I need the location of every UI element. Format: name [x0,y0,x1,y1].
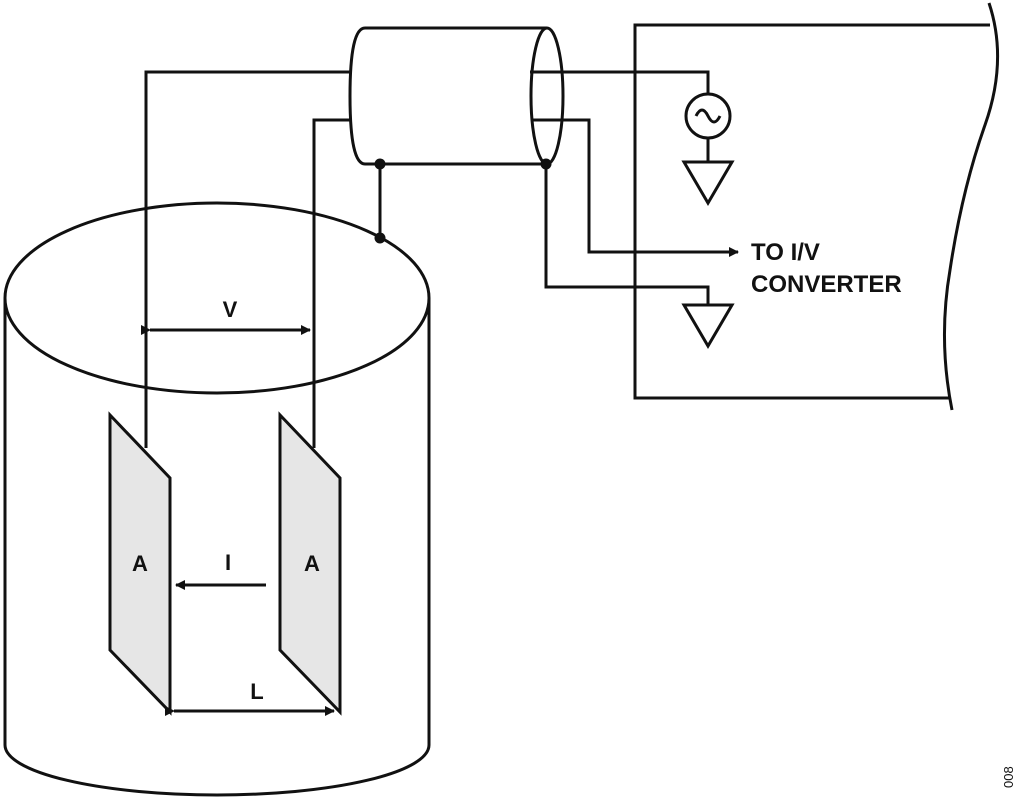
left-plate-area-label: A [132,551,148,576]
excitation-wire [530,70,710,94]
junction-dot-shield-left [374,158,386,170]
beaker-rim [3,201,431,395]
ac-source-icon [684,92,732,162]
instrument-box-outline [633,23,990,400]
sense-wire [533,118,718,254]
left-electrode-wire [144,70,350,448]
right-electrode-plate [278,411,342,716]
instrument-box [633,2,1000,411]
ground-icon-shield [681,303,735,349]
figure-id-label: 008 [1001,766,1016,788]
junction-dot-shield-right [540,158,552,170]
junction-dots [374,158,552,244]
output-label-line2: CONVERTER [751,271,902,298]
coax-cable-back-cap [348,26,366,166]
voltage-label: V [223,297,238,322]
coax-cable-front-end [529,26,565,166]
right-plate-area-label: A [304,551,320,576]
ground-icon-source [681,160,735,206]
coax-cable [348,26,565,166]
ground-icons [681,160,735,349]
beaker-body [3,298,431,797]
current-label: I [225,550,231,575]
distance-label: L [250,679,263,704]
wiring [144,70,739,448]
dimension-arrows [141,325,335,716]
junction-dot-solution [374,232,386,244]
right-electrode-wire [312,118,350,448]
ac-source-sine [694,108,722,124]
beaker [3,201,431,797]
shield-ground-wire [544,164,710,305]
instrument-box-break-edge [943,2,1000,411]
electrode-plates [108,411,342,716]
output-label-line1: TO I/V [751,239,820,266]
